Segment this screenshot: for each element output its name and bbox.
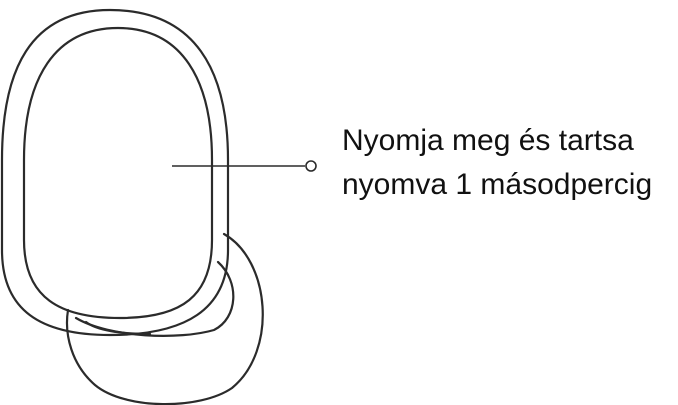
callout-text-line-2: nyomva 1 másodpercig: [342, 168, 653, 201]
ear-tip-inner-rim: [74, 260, 235, 337]
touch-surface-outline: [22, 26, 214, 320]
callout-marker: [305, 160, 317, 172]
ear-tip-nozzle: [84, 320, 152, 336]
ear-tip-outline: [65, 232, 264, 405]
earbud-body-outer: [0, 8, 230, 337]
callout-text-line-1: Nyomja meg és tartsa: [342, 124, 634, 157]
